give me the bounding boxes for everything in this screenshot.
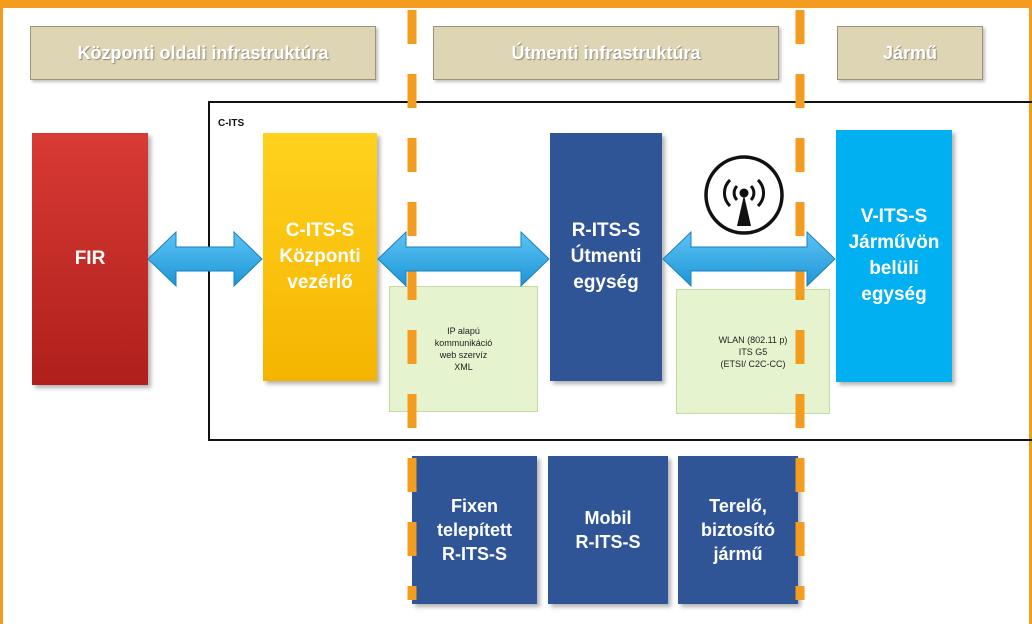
zone-central-header: Központi oldali infrastruktúra xyxy=(30,26,376,80)
zone-roadside-header: Útmenti infrastruktúra xyxy=(433,26,779,80)
sub-block-mobile-rits: Mobil R-ITS-S xyxy=(548,456,668,604)
sub-block-escort-vehicle: Terelő, biztosító jármű xyxy=(678,456,798,604)
frame-right-border xyxy=(1029,0,1032,624)
frame-left-border xyxy=(0,0,3,624)
arrow-fir-central xyxy=(147,230,263,288)
arrow-roadside-vehicle xyxy=(662,230,836,288)
vehicle-unit-block: V-ITS-S Járművön belüli egység xyxy=(836,130,952,382)
frame-top-border xyxy=(0,0,1032,8)
cits-boundary-label: C-ITS xyxy=(218,118,245,129)
arrow-central-roadside xyxy=(377,230,550,288)
sub-block-fixed-rits: Fixen telepített R-ITS-S xyxy=(412,456,537,604)
wireless-antenna-icon xyxy=(704,155,784,235)
fir-block: FIR xyxy=(32,133,148,385)
central-controller-block: C-ITS-S Központi vezérlő xyxy=(263,133,377,381)
zone-vehicle-header: Jármű xyxy=(837,26,983,80)
roadside-unit-block: R-ITS-S Útmenti egység xyxy=(550,133,662,381)
